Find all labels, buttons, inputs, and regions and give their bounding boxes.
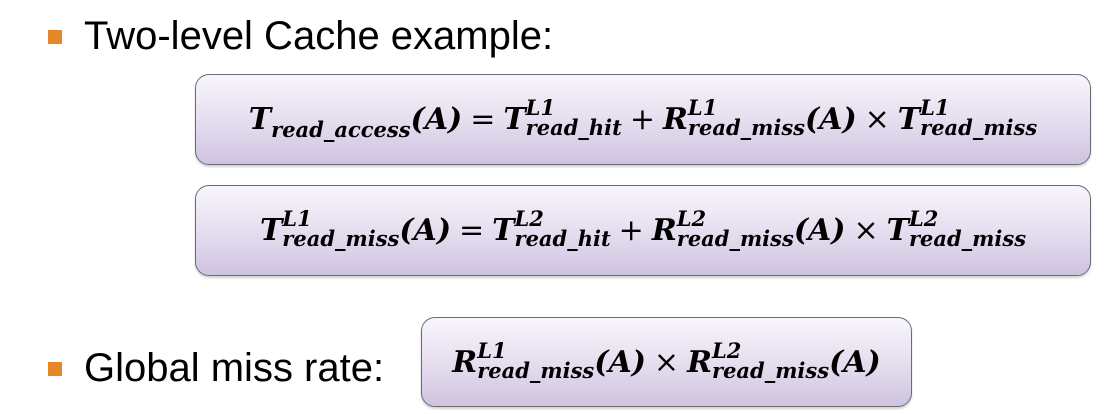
term-r-l2-read-miss: R L2 read_miss (A) — [687, 337, 881, 383]
term-t-l2-read-miss: T L2 read_miss — [886, 206, 1027, 251]
argument: (A) — [594, 344, 646, 380]
term-t-l1-read-miss: T L1 read_miss — [897, 95, 1038, 140]
equals-sign: = — [470, 102, 496, 137]
term-t-l1-read-hit: T L1 read_hit — [503, 95, 622, 140]
scripts: L1 read_miss — [282, 206, 400, 251]
bullet-square-icon — [48, 29, 62, 44]
plus-sign: + — [629, 102, 655, 137]
bullet-square-icon — [48, 361, 62, 376]
symbol: R — [452, 344, 478, 380]
term-t-l1-read-miss-lhs: T L1 read_miss (A) — [259, 206, 452, 251]
plus-sign: + — [618, 213, 644, 248]
subscript: read_miss — [687, 115, 805, 140]
argument: (A) — [793, 213, 846, 248]
equals-sign: = — [459, 213, 485, 248]
equation-box-read-access: T read_access (A) = T L1 read_hit + R L1… — [195, 74, 1091, 165]
times-sign: × — [853, 213, 879, 248]
times-sign: × — [864, 102, 890, 137]
term-r-l1-read-miss: R L1 read_miss (A) — [452, 337, 646, 383]
scripts: L1 read_hit — [525, 95, 622, 140]
subscript: read_hit — [525, 115, 622, 140]
times-sign: × — [653, 344, 680, 380]
equation-global-miss-rate: R L1 read_miss (A) × R L2 read_miss (A) — [452, 337, 881, 383]
bullet-two-level-cache: Two-level Cache example: — [48, 14, 553, 59]
equation-box-l1-read-miss: T L1 read_miss (A) = T L2 read_hit + R L… — [195, 185, 1091, 276]
bullet-heading: Global miss rate: — [84, 346, 385, 390]
subscript: read_miss — [712, 357, 830, 383]
term-r-l2-read-miss: R L2 read_miss (A) — [651, 206, 846, 251]
scripts: L2 read_miss — [712, 337, 830, 383]
equation-read-access: T read_access (A) = T L1 read_hit + R L1… — [248, 95, 1038, 142]
subscript: read_miss — [282, 226, 400, 251]
argument: (A) — [804, 102, 857, 137]
symbol: T — [259, 213, 283, 248]
symbol: T — [248, 102, 272, 137]
scripts: L2 read_miss — [908, 206, 1027, 251]
symbol: T — [492, 213, 515, 248]
scripts: L1 read_miss — [920, 95, 1038, 140]
subscript: read_miss — [477, 357, 595, 383]
symbol: R — [687, 344, 712, 380]
subscript: read_access — [271, 117, 411, 142]
term-r-l1-read-miss: R L1 read_miss (A) — [662, 95, 857, 140]
equation-box-global-miss-rate: R L1 read_miss (A) × R L2 read_miss (A) — [421, 317, 912, 407]
scripts: L1 read_miss — [687, 95, 805, 140]
scripts: L2 read_hit — [514, 206, 611, 251]
argument: (A) — [399, 213, 452, 248]
subscript: read_miss — [920, 115, 1038, 140]
argument: (A) — [410, 102, 463, 137]
symbol: R — [662, 102, 688, 137]
term-t-read-access: T read_access (A) — [248, 102, 463, 142]
scripts: L1 read_miss — [477, 337, 595, 383]
bullet-global-miss-rate: Global miss rate: — [48, 346, 384, 391]
symbol: T — [886, 213, 909, 248]
subscript: read_hit — [514, 226, 611, 251]
symbol: R — [651, 213, 677, 248]
bullet-heading: Two-level Cache example: — [84, 14, 554, 58]
subscript: read_miss — [676, 226, 794, 251]
term-t-l2-read-hit: T L2 read_hit — [492, 206, 611, 251]
argument: (A) — [829, 344, 881, 380]
scripts: L2 read_miss — [676, 206, 794, 251]
equation-l1-read-miss: T L1 read_miss (A) = T L2 read_hit + R L… — [259, 206, 1027, 251]
subscript: read_miss — [908, 226, 1027, 251]
symbol: T — [897, 102, 921, 137]
symbol: T — [503, 102, 526, 137]
